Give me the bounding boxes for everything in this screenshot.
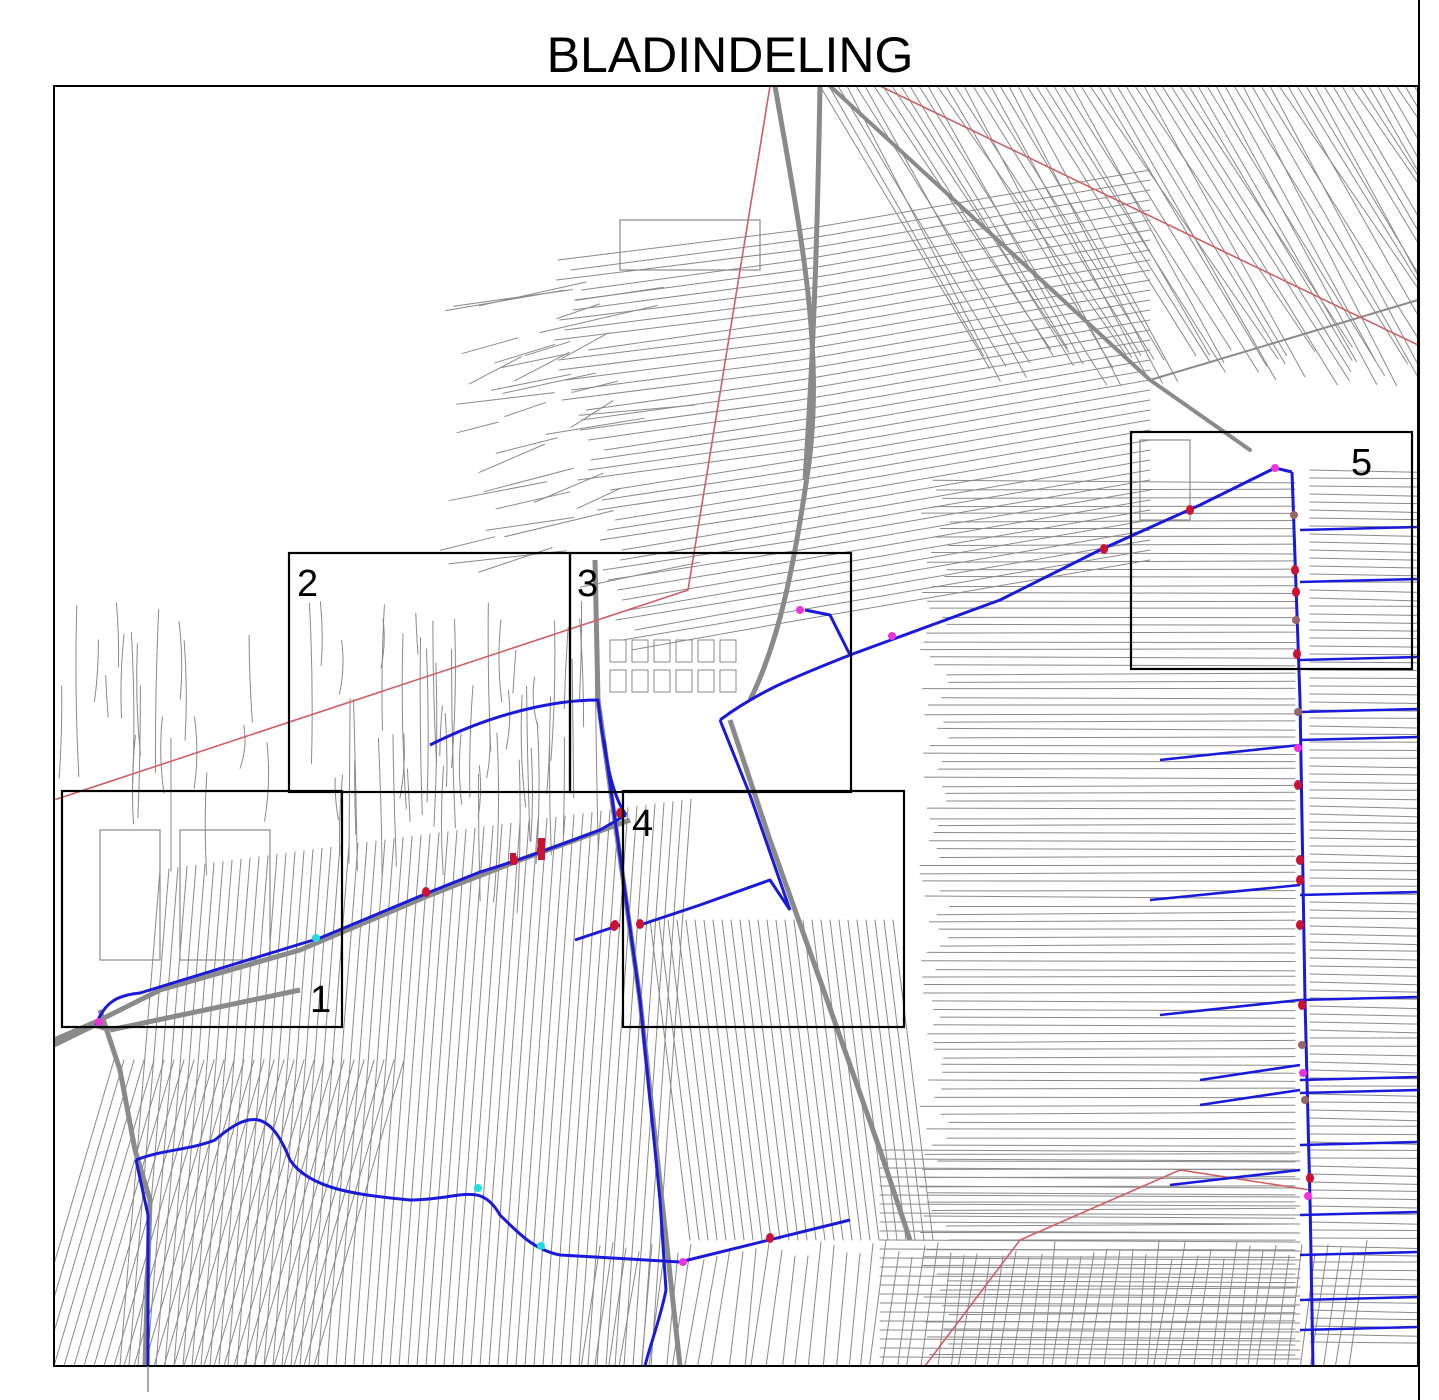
- map-title: BLADINDELING: [546, 27, 914, 83]
- route-markers: [95, 464, 1314, 1266]
- ditch-network: [54, 86, 1418, 1366]
- route-branches: [1149, 525, 1418, 1332]
- sheet-3-label: 3: [577, 563, 598, 605]
- sheet-5-label: 5: [1351, 442, 1372, 484]
- main-road: [54, 86, 913, 1366]
- map-frame: [53, 85, 1419, 1367]
- sheet-4-label: 4: [632, 803, 653, 845]
- sheet-4-frame[interactable]: [621, 789, 906, 1029]
- municipal-boundary: [54, 86, 1418, 1366]
- sheet-1-frame[interactable]: [60, 789, 344, 1029]
- sheet-5-frame[interactable]: [1129, 430, 1414, 671]
- sheet-2-label: 2: [297, 563, 318, 605]
- sheet-1-label: 1: [310, 979, 331, 1021]
